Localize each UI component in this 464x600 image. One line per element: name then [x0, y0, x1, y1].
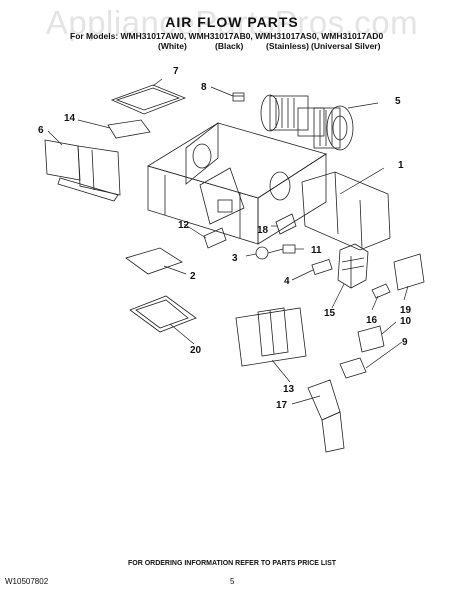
callout-4: 4 — [284, 276, 290, 287]
callout-20: 20 — [190, 345, 202, 356]
watermark-text: AppliancePartsPros.com — [45, 4, 419, 41]
part-16-clip — [371, 283, 391, 299]
callout-19: 19 — [400, 305, 412, 316]
callout-1: 1 — [398, 160, 404, 171]
part-20-bottom-plate — [129, 295, 197, 333]
part-17-exhaust-adapter — [307, 379, 345, 453]
callout-10: 10 — [400, 316, 412, 327]
callout-5: 5 — [395, 96, 401, 107]
callout-14: 14 — [64, 113, 76, 124]
part-2-cover-plate — [125, 247, 183, 275]
callout-12: 12 — [178, 220, 190, 231]
callout-6: 6 — [38, 125, 44, 136]
part-5-blower-motor — [260, 94, 354, 151]
part-8-clip — [232, 92, 245, 102]
part-1-waveguide — [301, 171, 391, 251]
finish-white: (White) — [158, 41, 187, 51]
finish-stainless: (Stainless) — [266, 41, 309, 51]
model-list: For Models: WMH31017AW0, WMH31017AB0, WM… — [70, 31, 384, 41]
callout-17: 17 — [276, 400, 288, 411]
finish-black: (Black) — [215, 41, 244, 51]
callout-2: 2 — [190, 271, 196, 282]
leader-lines — [47, 78, 409, 405]
part-4-diode — [311, 258, 333, 276]
callout-15: 15 — [324, 308, 336, 319]
ordering-instructions: FOR ORDERING INFORMATION REFER TO PARTS … — [127, 560, 337, 567]
part-6-air-guide — [44, 139, 121, 202]
part-9-bracket — [339, 357, 367, 379]
callout-labels: 7 8 5 14 6 1 12 18 11 3 2 4 15 19 16 10 … — [38, 66, 412, 411]
part-13-duct-panel — [235, 307, 307, 367]
finish-universal-silver: (Universal Silver) — [311, 41, 381, 51]
part-19-board — [393, 253, 425, 291]
part-11-connector — [282, 244, 296, 254]
callout-9: 9 — [402, 337, 408, 348]
callout-11: 11 — [311, 245, 322, 256]
part-15-transformer — [337, 243, 369, 289]
callout-13: 13 — [283, 384, 295, 395]
callout-8: 8 — [201, 82, 207, 93]
part-3-lamp — [255, 246, 284, 260]
part-7-filter — [110, 84, 187, 115]
callout-16: 16 — [366, 315, 378, 326]
document-number: W10507802 — [5, 577, 49, 586]
callout-18: 18 — [257, 225, 269, 236]
part-10-panel — [357, 325, 385, 353]
page-number: 5 — [230, 577, 235, 586]
part-18-plate — [275, 213, 297, 235]
callout-7: 7 — [173, 66, 179, 77]
main-chassis — [147, 122, 327, 245]
callout-3: 3 — [232, 253, 238, 264]
part-14-duct — [107, 119, 151, 139]
part-12-bracket — [203, 227, 227, 249]
page-title: AIR FLOW PARTS — [165, 14, 299, 30]
